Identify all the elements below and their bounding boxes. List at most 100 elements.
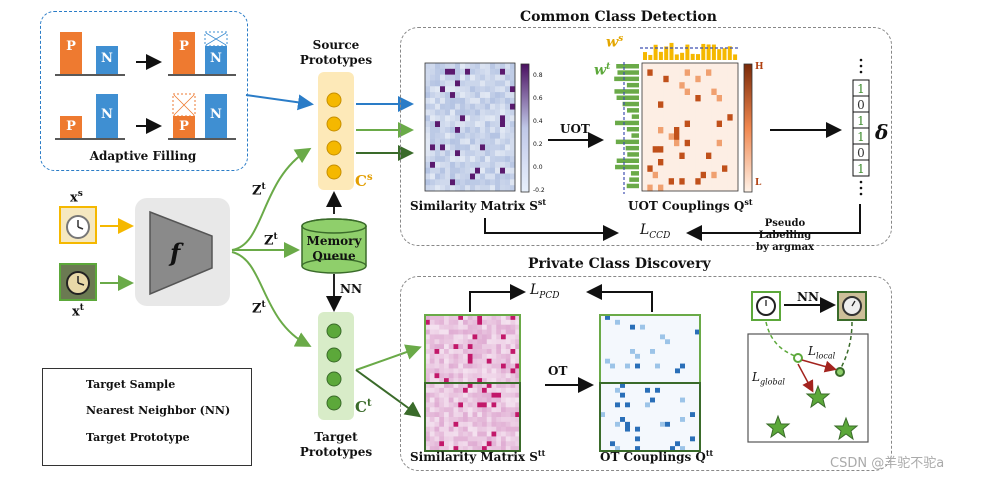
matrix-cell [490,161,496,169]
matrix-cell [605,319,611,326]
ws-label: ws [606,34,624,51]
matrix-cell [680,446,686,452]
matrix-cell [465,103,471,110]
matrix-cell [663,171,669,179]
matrix-cell [647,127,653,134]
matrix-cell [727,63,733,70]
matrix-cell [458,436,464,442]
matrix-cell [458,353,464,360]
matrix-cell [439,334,445,340]
matrix-cell [458,383,464,389]
matrix-cell [460,150,466,157]
matrix-cell [505,349,511,355]
matrix-cell [448,378,454,384]
xs-label: xs [70,189,83,206]
matrix-cell [642,101,648,109]
matrix-cell [660,421,666,428]
matrix-cell [463,373,469,379]
matrix-cell [727,107,733,115]
matrix-cell [458,402,464,408]
matrix-cell [425,319,431,326]
matrix-cell [670,324,676,330]
matrix-cell [450,92,456,99]
matrix-cell [510,417,516,423]
matrix-cell [495,109,501,116]
matrix-cell [455,127,461,134]
matrix-cell [496,397,502,403]
matrix-cell [453,397,459,403]
matrix-cell [486,417,492,423]
matrix-cell [425,329,431,335]
matrix-cell [652,120,659,128]
matrix-cell [640,349,646,355]
matrix-cell [645,368,651,374]
matrix-cell [640,407,646,413]
matrix-cell [727,101,733,109]
matrix-cell [482,378,488,384]
matrix-cell [463,334,469,340]
matrix-cell [439,446,445,452]
matrix-cell [505,103,511,110]
pcd-nn-label: NN [797,290,819,304]
matrix-cell [660,412,666,418]
matrix-cell [470,97,476,105]
matrix-cell [690,63,696,70]
matrix-cell [440,97,446,105]
matrix-cell [680,387,686,394]
matrix-cell [485,80,491,87]
matrix-cell [501,329,507,335]
matrix-cell [706,146,712,153]
matrix-cell [510,115,516,122]
matrix-cell [490,68,496,75]
matrix-cell [635,402,641,408]
matrix-cell [444,349,450,355]
matrix-cell [429,392,435,398]
matrix-cell [640,436,646,442]
bar-p-label-4: P [179,119,189,134]
matrix-cell [665,319,671,326]
matrix-cell [445,80,451,87]
ellipsis-dot [859,192,863,196]
matrix-cell [716,127,723,134]
delta-value: 1 [857,114,865,128]
matrix-cell [491,363,497,369]
matrix-cell [450,121,456,128]
matrix-cell [439,319,445,326]
matrix-cell [482,446,488,452]
matrix-cell [640,344,646,350]
matrix-cell [463,426,469,432]
matrix-cell [670,363,676,369]
matrix-cell [625,446,631,452]
cs-symbol: Cs [355,172,373,190]
matrix-cell [645,446,651,452]
matrix-cell [500,103,506,110]
matrix-cell [515,373,521,379]
matrix-cell [630,324,636,330]
matrix-cell [695,417,701,423]
matrix-cell [665,344,671,350]
matrix-cell [515,344,521,350]
matrix-cell [425,426,431,432]
matrix-cell [610,353,616,360]
matrix-cell [668,184,675,192]
matrix-cell [722,133,728,141]
matrix-cell [660,417,666,423]
matrix-cell [444,378,450,384]
matrix-cell [663,178,669,185]
matrix-cell [425,446,431,452]
matrix-cell [670,431,676,437]
matrix-cell [655,344,661,350]
matrix-cell [429,431,435,437]
matrix-cell [490,173,496,180]
matrix-cell [695,319,701,326]
matrix-cell [491,358,497,364]
matrix-cell [430,127,436,134]
matrix-cell [610,412,616,418]
matrix-cell [647,69,653,77]
matrix-cell [472,344,478,350]
matrix-cell [480,86,486,93]
matrix-cell [690,324,696,330]
matrix-cell [458,349,464,355]
matrix-cell [490,63,496,70]
